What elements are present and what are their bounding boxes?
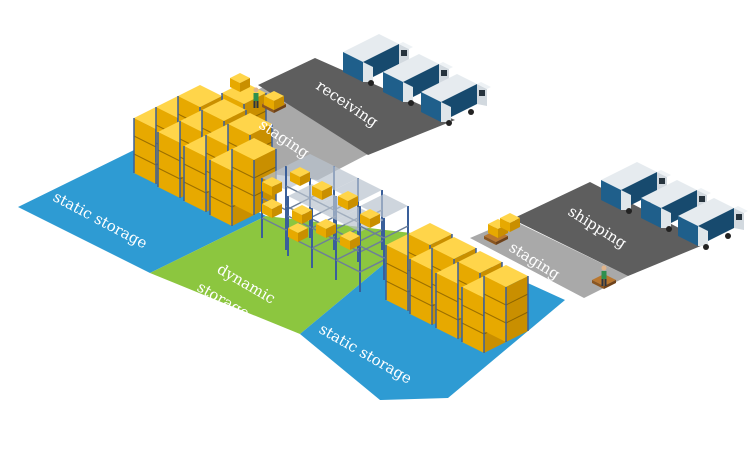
static-storage-left-zone xyxy=(18,150,266,273)
receiving-zone xyxy=(258,58,455,155)
shipping-zone xyxy=(512,182,708,276)
staging-right-zone xyxy=(470,220,628,298)
